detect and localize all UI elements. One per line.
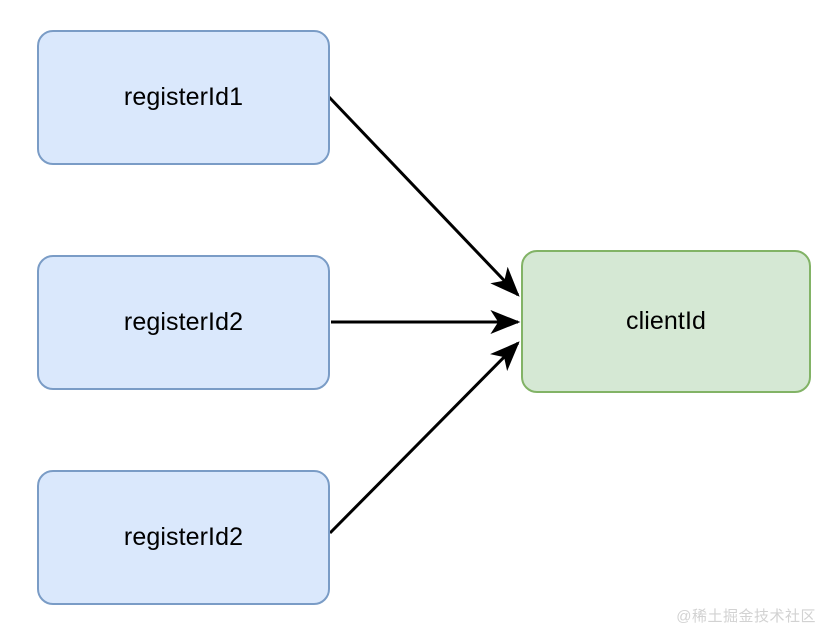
node-register-3-label: registerId2 — [123, 523, 244, 551]
node-client[interactable]: clientId — [521, 250, 811, 393]
node-register-1[interactable]: registerId1 — [37, 30, 330, 165]
node-register-1-label: registerId1 — [123, 83, 244, 111]
edge-register-1-to-client — [327, 95, 520, 297]
watermark: @稀土掘金技术社区 — [676, 608, 816, 625]
node-client-label: clientId — [625, 307, 706, 335]
node-register-2-label: registerId2 — [123, 308, 244, 336]
node-register-3[interactable]: registerId2 — [37, 470, 330, 605]
edge-register-3-to-client — [328, 341, 520, 535]
node-register-2[interactable]: registerId2 — [37, 255, 330, 390]
